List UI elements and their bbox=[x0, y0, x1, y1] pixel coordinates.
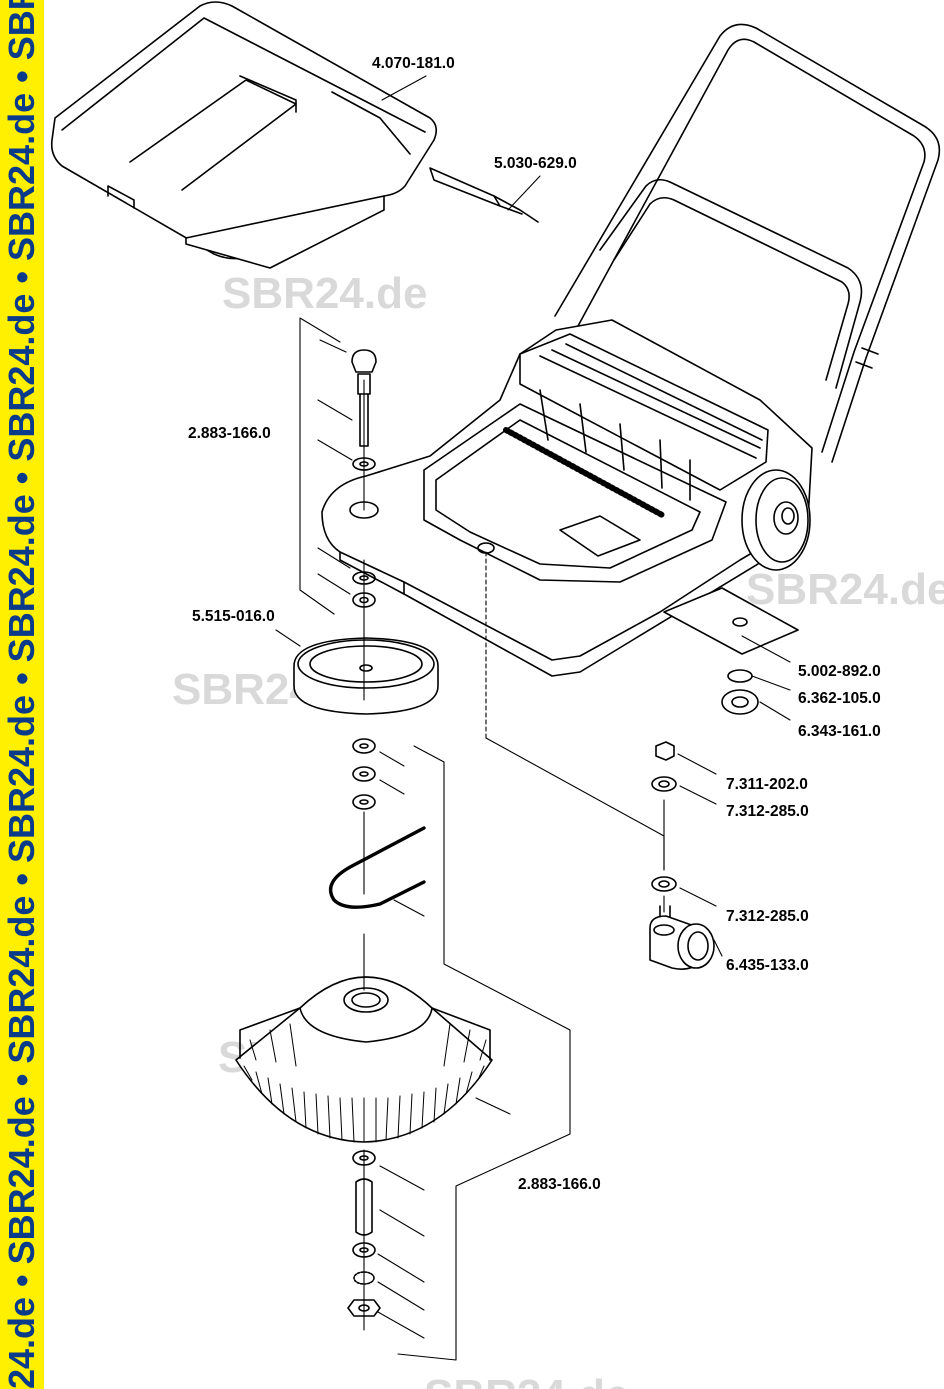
washer-stack-part bbox=[352, 738, 376, 810]
handle-part bbox=[554, 23, 941, 463]
label-brush-disc: 5.515-016.0 bbox=[192, 608, 275, 625]
label-castor: 6.435-133.0 bbox=[726, 957, 809, 974]
brush-disc-part bbox=[293, 637, 439, 715]
watermark: SBR24.de bbox=[424, 1371, 629, 1389]
label-hood-pin: 5.030-629.0 bbox=[494, 155, 577, 172]
label-lock-washer: 6.343-161.0 bbox=[798, 723, 881, 740]
label-nut: 7.311-202.0 bbox=[726, 776, 808, 793]
hood-pin-part bbox=[429, 167, 539, 223]
plate-part bbox=[663, 587, 799, 655]
label-brush-kit-lower: 2.883-166.0 bbox=[518, 1176, 601, 1193]
lock-washer-part bbox=[721, 689, 759, 715]
o-ring-part bbox=[727, 669, 753, 683]
spring-clip-part bbox=[328, 826, 426, 909]
side-watermark-stripe: 24.de • SBR24.de • SBR24.de • SBR24.de •… bbox=[0, 0, 44, 1389]
watermark: SBR24.de bbox=[222, 269, 427, 318]
castor-stack-part bbox=[649, 741, 715, 970]
label-washer-upper: 7.312-285.0 bbox=[726, 803, 809, 820]
label-plate: 5.002-892.0 bbox=[798, 663, 881, 680]
watermark: SBR24.de bbox=[746, 565, 944, 614]
label-brush-kit-upper: 2.883-166.0 bbox=[188, 425, 271, 442]
leader-lines bbox=[275, 75, 791, 1361]
rear-wheel-part bbox=[741, 469, 811, 571]
hood-part bbox=[50, 1, 438, 269]
side-brush-part bbox=[235, 976, 493, 1143]
label-washer-lower: 7.312-285.0 bbox=[726, 908, 809, 925]
label-hood: 4.070-181.0 bbox=[372, 55, 455, 72]
label-o-ring: 6.362-105.0 bbox=[798, 690, 881, 707]
sweeper-body-part bbox=[321, 319, 813, 677]
